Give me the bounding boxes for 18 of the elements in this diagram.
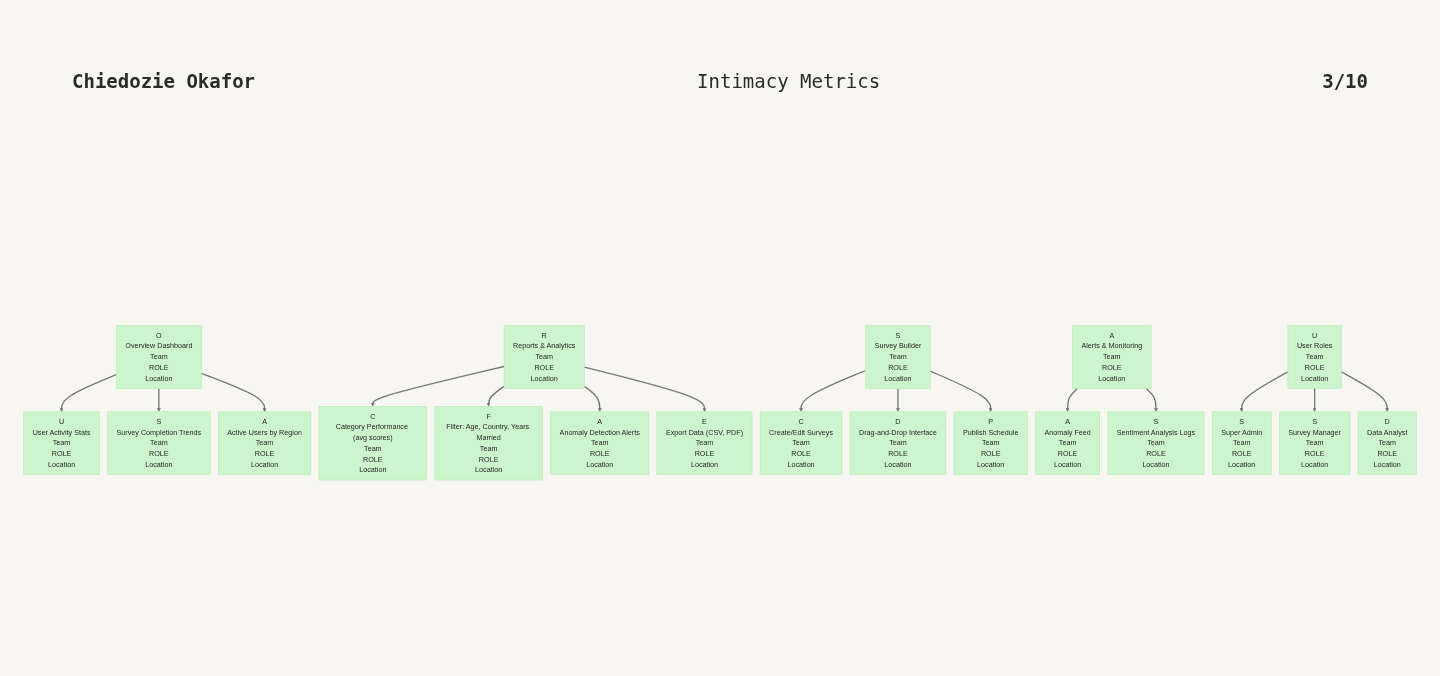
arrow	[895, 387, 900, 413]
arrow	[1340, 371, 1390, 413]
arrow	[200, 372, 267, 413]
page-number: 3/10	[1322, 70, 1368, 92]
page-title: Intimacy Metrics	[697, 70, 881, 92]
author-name: Chiedozie Okafor	[72, 70, 256, 92]
arrow	[486, 385, 505, 407]
arrow	[929, 370, 993, 413]
arrow	[583, 366, 707, 413]
arrow	[1312, 387, 1317, 413]
arrow	[156, 387, 161, 413]
arrow	[583, 385, 602, 413]
arrow	[1065, 387, 1079, 413]
arrow	[799, 370, 867, 413]
arrow	[370, 366, 505, 407]
arrow	[1145, 387, 1158, 413]
arrow	[59, 374, 118, 413]
arrow	[1239, 371, 1289, 413]
